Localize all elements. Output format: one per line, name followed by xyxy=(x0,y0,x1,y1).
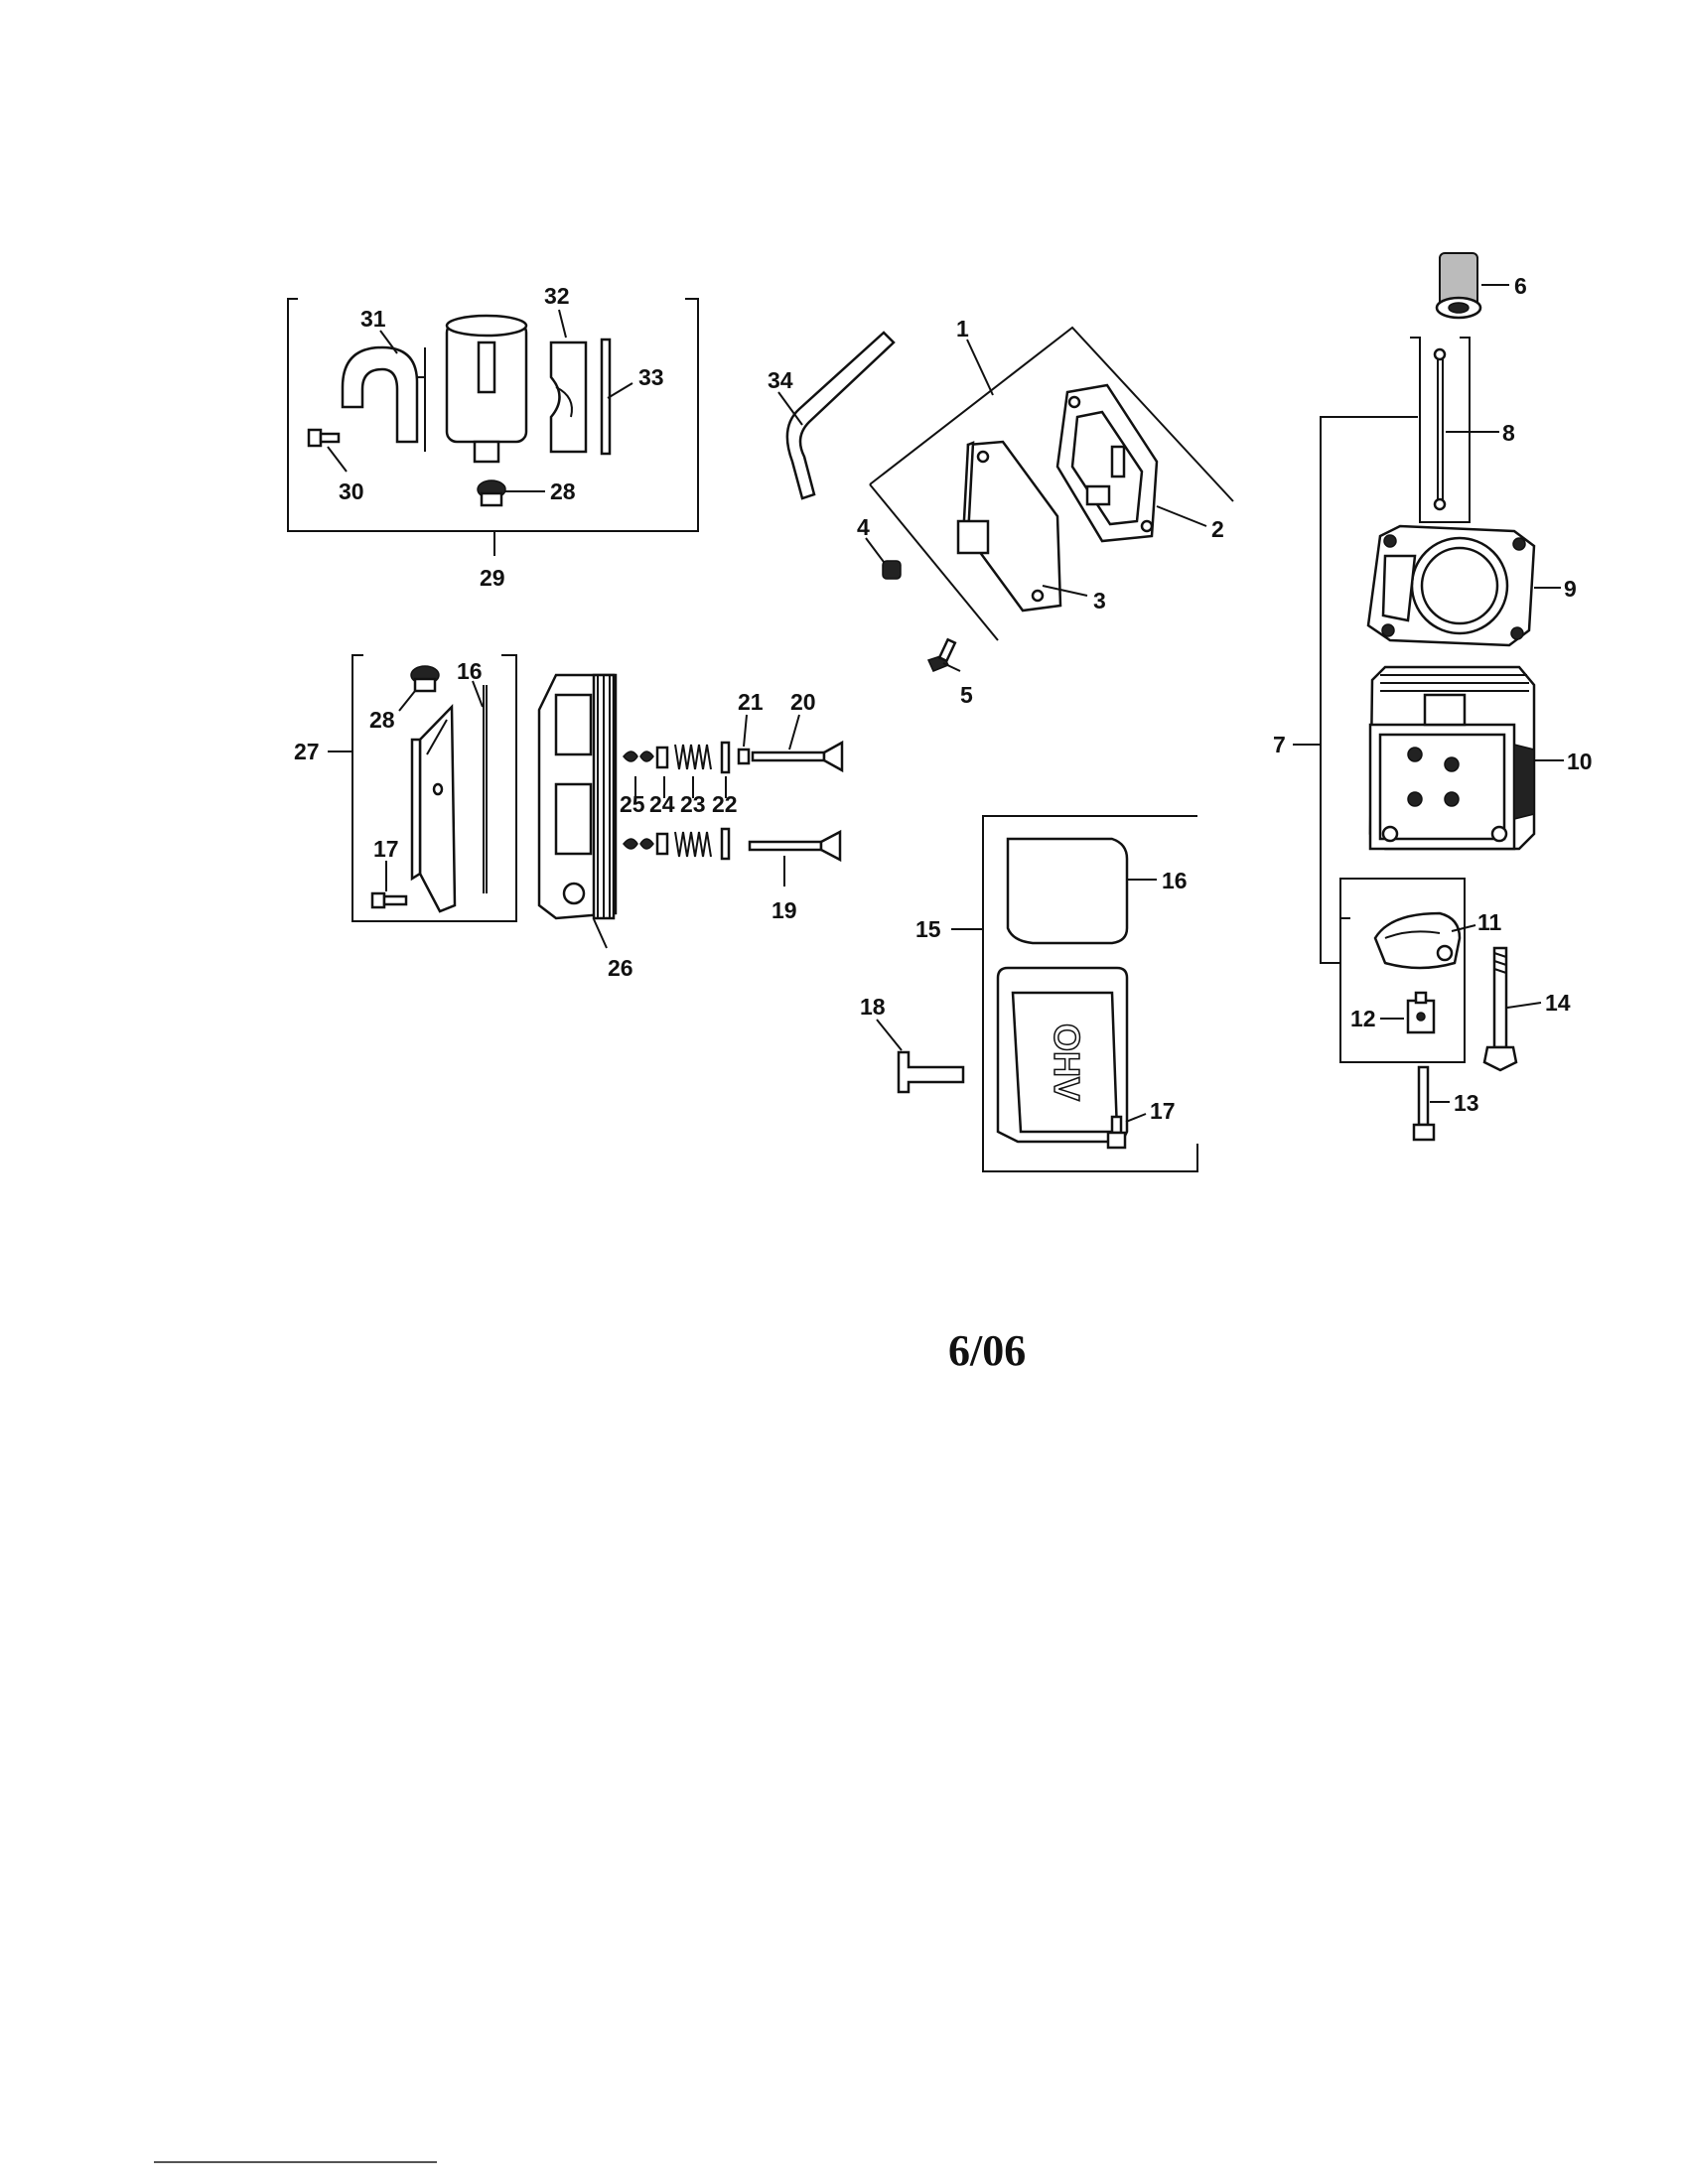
leaders-group-29 xyxy=(327,309,633,492)
label-9: 9 xyxy=(1564,576,1577,602)
label-7: 7 xyxy=(1273,732,1286,757)
label-33: 33 xyxy=(638,364,664,390)
group-15-box xyxy=(951,815,1198,1172)
label-32: 32 xyxy=(544,283,570,309)
part-12-pivot xyxy=(1380,991,1436,1034)
part-10-cylinder-head xyxy=(1368,665,1564,851)
part-30-screw xyxy=(307,428,341,448)
cover-ohv-text: OHV xyxy=(1047,1024,1087,1101)
label-1: 1 xyxy=(956,316,969,341)
label-11: 11 xyxy=(1477,909,1502,935)
part-16-gasket-right xyxy=(1006,837,1157,945)
part-15-cover: OHV xyxy=(996,966,1129,1144)
label-28b: 28 xyxy=(369,707,395,733)
part-17-screw-left xyxy=(370,861,408,909)
label-17b: 17 xyxy=(1150,1098,1176,1124)
part-4-nut xyxy=(865,537,902,580)
part-number-labels: 31 32 33 30 28 29 34 1 2 3 4 5 6 8 9 10 … xyxy=(294,273,1593,1124)
part-19-valve xyxy=(748,829,842,887)
label-22: 22 xyxy=(712,791,738,817)
part-2-gasket xyxy=(1055,383,1207,543)
part-17-screw-right xyxy=(1106,1113,1147,1150)
part-28-grommet-mid xyxy=(398,665,440,712)
part-21-cap xyxy=(737,714,751,765)
label-30: 30 xyxy=(339,478,364,504)
part-18-bracket xyxy=(876,1019,965,1094)
label-19: 19 xyxy=(772,897,797,923)
label-3: 3 xyxy=(1093,588,1106,614)
label-28a: 28 xyxy=(550,478,576,504)
part-3-cover xyxy=(956,440,1088,613)
label-16b: 16 xyxy=(1162,868,1188,893)
part-8-box xyxy=(1410,337,1499,523)
label-21: 21 xyxy=(738,689,764,715)
part-5-screw xyxy=(926,637,961,672)
label-27: 27 xyxy=(294,739,320,764)
part-26-head xyxy=(537,673,618,949)
label-4: 4 xyxy=(857,514,870,540)
part-27-valve-cover xyxy=(410,703,457,913)
label-14: 14 xyxy=(1545,990,1571,1016)
part-34-hose xyxy=(777,331,896,500)
group-11-12-box xyxy=(1339,878,1466,1063)
group-29-box xyxy=(287,298,699,556)
label-15: 15 xyxy=(915,916,941,942)
part-23-springs xyxy=(674,744,712,858)
part-16-gasket-mid xyxy=(472,680,488,893)
part-14-bolt xyxy=(1482,946,1542,1072)
revision-date: 6/06 xyxy=(948,1326,1026,1375)
label-25: 25 xyxy=(620,791,645,817)
label-10: 10 xyxy=(1567,749,1593,774)
label-12: 12 xyxy=(1350,1006,1376,1031)
part-31-clamp xyxy=(341,345,426,452)
canister xyxy=(445,314,528,464)
group-27-box xyxy=(328,654,517,922)
label-6: 6 xyxy=(1514,273,1527,299)
label-13: 13 xyxy=(1454,1090,1479,1116)
label-2: 2 xyxy=(1211,516,1224,542)
label-20: 20 xyxy=(790,689,816,715)
label-16a: 16 xyxy=(457,658,483,684)
part-9-gasket xyxy=(1366,524,1561,647)
part-20-valve xyxy=(751,714,844,773)
label-31: 31 xyxy=(360,306,386,332)
label-18: 18 xyxy=(860,994,886,1020)
part-13-bolt xyxy=(1412,1065,1450,1142)
part-28-grommet-top xyxy=(477,479,506,507)
part-32-bracket xyxy=(549,341,588,454)
label-34: 34 xyxy=(768,367,793,393)
part-6-tube xyxy=(1435,252,1509,320)
label-29: 29 xyxy=(480,565,505,591)
part-24-retainer xyxy=(655,746,669,856)
label-24: 24 xyxy=(649,791,675,817)
group-1-bracket xyxy=(869,326,1234,641)
part-22-seals xyxy=(720,741,731,861)
label-26: 26 xyxy=(608,955,633,981)
label-8: 8 xyxy=(1502,420,1515,446)
label-5: 5 xyxy=(960,682,973,708)
group-7-bracket xyxy=(1293,416,1418,964)
label-23: 23 xyxy=(680,791,706,817)
label-17a: 17 xyxy=(373,836,399,862)
part-11-rocker xyxy=(1373,911,1476,970)
part-25-keepers xyxy=(623,751,654,850)
